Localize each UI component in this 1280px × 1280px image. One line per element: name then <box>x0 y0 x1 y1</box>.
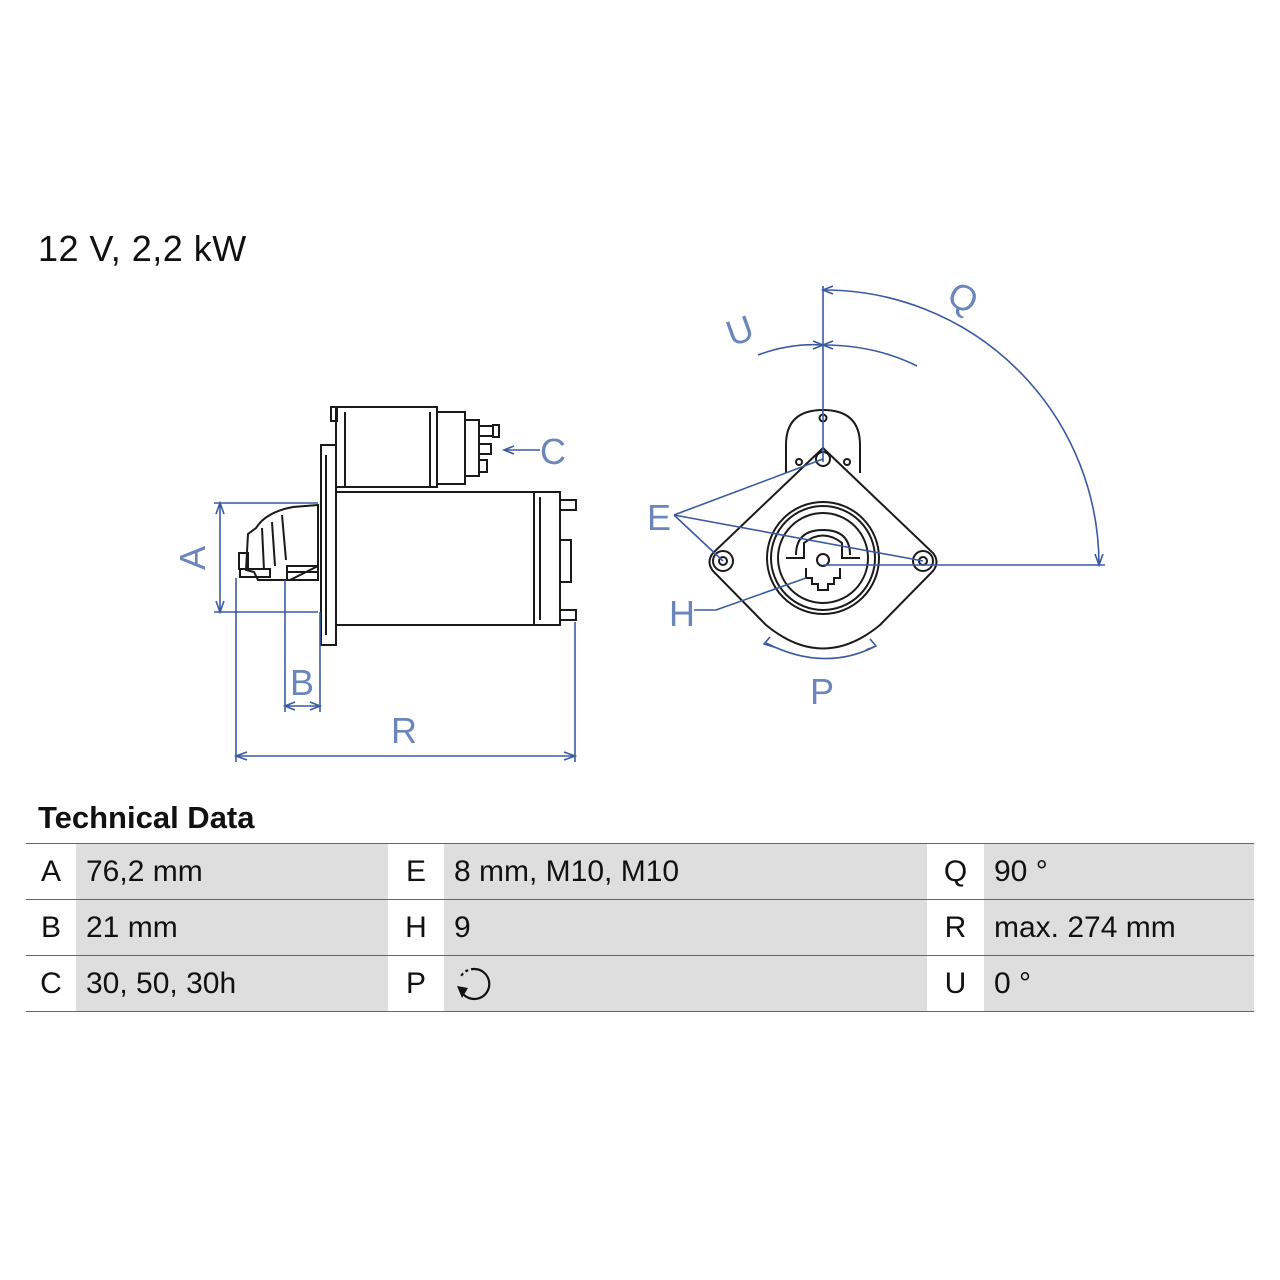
spec-value <box>444 955 927 1012</box>
spec-value: max. 274 mm <box>984 899 1254 956</box>
spec-key: H <box>388 899 444 956</box>
side-view <box>238 406 577 646</box>
label-B: B <box>290 662 314 703</box>
spec-key: A <box>26 843 76 900</box>
side-view-dimensions <box>214 445 578 762</box>
technical-data-title: Technical Data <box>38 800 255 835</box>
spec-key: Q <box>927 843 984 900</box>
spec-key: E <box>388 843 444 900</box>
spec-key: B <box>26 899 76 956</box>
dimension-labels: A B C R E H P Q U <box>172 273 985 751</box>
page-title: 12 V, 2,2 kW <box>38 228 247 269</box>
counterclockwise-rotation-icon <box>457 967 491 1000</box>
spec-value: 8 mm, M10, M10 <box>444 843 927 900</box>
table-row: B 21 mm H 9 R max. 274 mm <box>26 899 1254 956</box>
front-view-dimensions <box>673 285 1105 660</box>
label-C: C <box>540 431 566 472</box>
spec-key: U <box>927 955 984 1012</box>
spec-value: 30, 50, 30h <box>76 955 388 1012</box>
label-U: U <box>721 307 759 354</box>
spec-value: 0 ° <box>984 955 1254 1012</box>
spec-value: 21 mm <box>76 899 388 956</box>
table-row: C 30, 50, 30h P U 0 ° <box>26 955 1254 1012</box>
label-P: P <box>810 671 834 712</box>
spec-value: 9 <box>444 899 927 956</box>
spec-key: P <box>388 955 444 1012</box>
starter-motor-drawing: A B C R E H P Q U <box>172 273 1105 762</box>
label-R: R <box>391 710 417 751</box>
spec-key: R <box>927 899 984 956</box>
solenoid-body <box>335 406 438 488</box>
table-row: A 76,2 mm E 8 mm, M10, M10 Q 90 ° <box>26 843 1254 900</box>
motor-housing <box>335 491 535 626</box>
label-A: A <box>172 546 213 570</box>
pinion-teeth <box>805 568 841 591</box>
spec-key: C <box>26 955 76 1012</box>
drive-nose <box>244 503 319 581</box>
mounting-flange <box>320 444 337 646</box>
label-E: E <box>647 497 671 538</box>
technical-data-table: A 76,2 mm E 8 mm, M10, M10 Q 90 ° B 21 m… <box>26 843 1254 1012</box>
flange-plate <box>708 446 938 650</box>
label-H: H <box>669 593 695 634</box>
label-Q: Q <box>941 273 985 322</box>
spec-value: 90 ° <box>984 843 1254 900</box>
end-cap <box>533 491 561 626</box>
spec-value: 76,2 mm <box>76 843 388 900</box>
